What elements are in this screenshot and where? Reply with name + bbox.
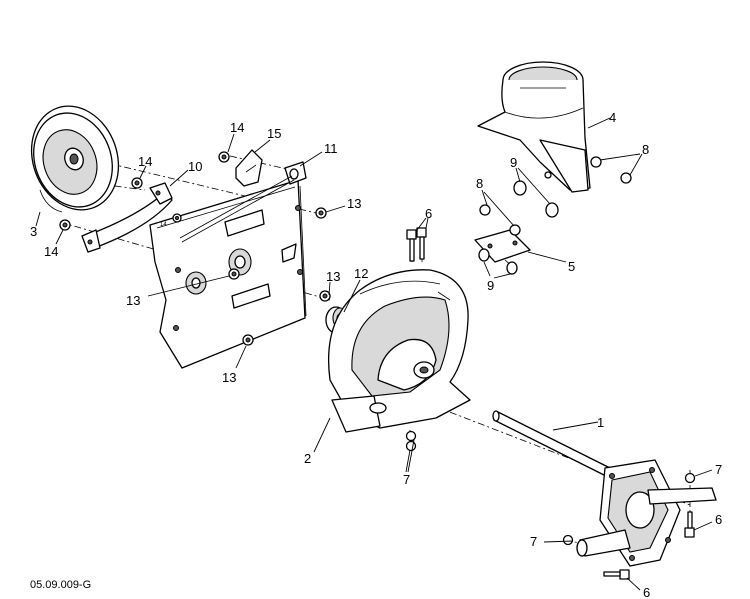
mounting-plate — [149, 179, 307, 369]
bolts-part-6-upper — [406, 227, 427, 262]
callout-13-left: 13 — [126, 293, 140, 308]
callout-11: 11 — [324, 141, 338, 156]
nut-14-top — [218, 151, 230, 163]
callout-13-upper: 13 — [347, 196, 361, 211]
nut-14-pulley — [131, 177, 143, 189]
pulley-part-3 — [30, 105, 120, 213]
callout-8-right: 8 — [642, 142, 649, 157]
callout-14-small: 14 — [160, 222, 167, 228]
callout-14-top: 14 — [230, 120, 244, 135]
spring-part-15 — [235, 149, 263, 187]
callout-6-right: 6 — [715, 512, 722, 527]
gearbox — [576, 459, 717, 567]
nut-14-small — [172, 213, 182, 223]
nut-13-mid — [319, 290, 331, 302]
callout-4: 4 — [609, 110, 616, 125]
callout-9-upper: 9 — [510, 155, 517, 170]
callout-13-mid: 13 — [326, 269, 340, 284]
diagram-reference-code: 05.09.009-G — [30, 579, 91, 591]
belt-guide-part-10 — [81, 182, 173, 253]
callout-5: 5 — [568, 259, 575, 274]
callout-3: 3 — [30, 224, 37, 239]
callout-6-bottom: 6 — [643, 585, 650, 599]
nuts — [59, 151, 331, 346]
callout-10: 10 — [188, 159, 202, 174]
callout-2: 2 — [304, 451, 311, 466]
bolts-part-9 — [478, 180, 559, 275]
spring-rod — [179, 175, 295, 243]
callout-7-lower: 7 — [403, 472, 410, 487]
fasteners-gearbox — [562, 472, 696, 580]
bracket-part-11 — [284, 161, 307, 185]
shaft-part-1 — [492, 410, 611, 477]
callout-7-right: 7 — [715, 462, 722, 477]
nut-14-lower — [59, 219, 71, 231]
housing-part-2 — [327, 269, 471, 433]
nuts-part-7-lower — [405, 430, 417, 452]
callout-15: 15 — [267, 126, 281, 141]
nut-13-bottom — [242, 334, 254, 346]
callout-9-lower: 9 — [487, 278, 494, 293]
chute-part-4 — [477, 61, 591, 193]
callout-1: 1 — [597, 415, 604, 430]
callout-14-lower: 14 — [44, 244, 58, 259]
leader-lines — [35, 117, 713, 591]
nut-13-upper — [315, 207, 327, 219]
callout-6-upper: 6 — [425, 206, 432, 221]
callout-13-bottom: 13 — [222, 370, 236, 385]
callout-12: 12 — [354, 266, 368, 281]
nuts-part-8 — [479, 156, 632, 236]
callout-8-left: 8 — [476, 176, 483, 191]
callout-14-pulley: 14 — [138, 154, 152, 169]
callout-labels: 1 2 3 4 5 6 6 6 7 7 7 8 8 9 9 10 11 12 1… — [30, 110, 722, 599]
nut-13-left — [228, 268, 240, 280]
callout-7-left: 7 — [530, 534, 537, 549]
